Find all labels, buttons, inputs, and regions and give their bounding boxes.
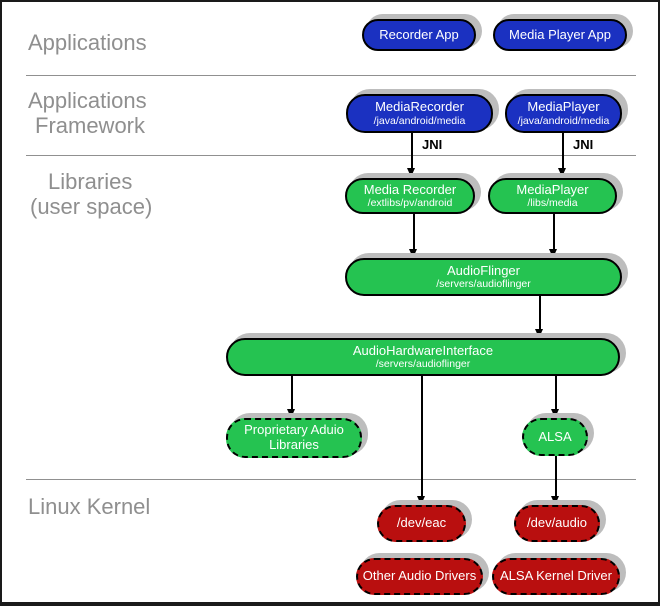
node-label: /dev/audio bbox=[527, 515, 587, 531]
node-path: /extlibs/pv/android bbox=[367, 197, 453, 210]
arrowhead-icon bbox=[551, 496, 559, 505]
node-path: /servers/audioflinger bbox=[375, 358, 471, 371]
node-recorder-app: Recorder App bbox=[362, 19, 476, 51]
arrowhead-icon bbox=[407, 168, 415, 177]
arrowhead-icon bbox=[535, 329, 543, 338]
node-alsa: ALSA bbox=[522, 418, 588, 456]
node-path: /servers/audioflinger bbox=[436, 278, 531, 291]
layer-label-applications: Applications bbox=[28, 30, 147, 55]
node-label: ALSA bbox=[538, 428, 572, 444]
node-other-audio-drivers: Other Audio Drivers bbox=[356, 558, 483, 595]
edge-ahi-to-dev-eac-line bbox=[421, 376, 423, 497]
layer-label-applications-framework: Applications Framework bbox=[28, 88, 147, 138]
edge-label-jni-left: JNI bbox=[422, 137, 443, 152]
edge-ahi-to-proprietary-line bbox=[291, 376, 293, 410]
layer-label-linux-kernel: Linux Kernel bbox=[28, 494, 150, 519]
node-mediaplayer-lib: MediaPlayer /libs/media bbox=[488, 178, 617, 214]
layer-label-text: Applications bbox=[28, 88, 147, 113]
edge-mediaplayer-to-audioflinger-line bbox=[553, 212, 555, 250]
node-label: Other Audio Drivers bbox=[362, 568, 477, 584]
layer-divider-2 bbox=[26, 155, 636, 156]
node-path: /java/android/media bbox=[517, 114, 610, 127]
layer-divider-1 bbox=[26, 75, 636, 76]
arrowhead-icon bbox=[549, 249, 557, 258]
edge-mediarecorder-jni-line bbox=[411, 132, 413, 169]
layer-label-text: Libraries bbox=[48, 169, 133, 194]
arrowhead-icon bbox=[417, 496, 425, 505]
layer-divider-3 bbox=[26, 479, 636, 480]
edge-label-jni-right: JNI bbox=[573, 137, 594, 152]
node-media-player-app: Media Player App bbox=[493, 19, 627, 51]
node-label: MediaPlayer bbox=[516, 181, 589, 197]
node-dev-audio: /dev/audio bbox=[514, 505, 600, 542]
arrowhead-icon bbox=[409, 249, 417, 258]
node-label: AudioHardwareInterface bbox=[352, 342, 494, 358]
arrowhead-icon bbox=[551, 409, 559, 418]
edge-mediarecorder-to-audioflinger-line bbox=[413, 212, 415, 250]
node-label: Proprietary Aduio Libraries bbox=[244, 422, 344, 452]
node-alsa-kernel-driver: ALSA Kernel Driver bbox=[492, 558, 620, 595]
node-dev-eac: /dev/eac bbox=[377, 505, 466, 542]
layer-label-text: Framework bbox=[35, 113, 146, 138]
node-audioflinger: AudioFlinger /servers/audioflinger bbox=[345, 258, 622, 296]
node-proprietary-audio-libraries: Proprietary Aduio Libraries bbox=[226, 418, 362, 458]
node-label: /dev/eac bbox=[396, 515, 447, 531]
node-media-recorder-lib: Media Recorder /extlibs/pv/android bbox=[345, 178, 475, 214]
node-label: MediaRecorder bbox=[375, 99, 464, 114]
node-label: MediaPlayer bbox=[527, 99, 600, 114]
edge-audioflinger-to-ahi-line bbox=[539, 296, 541, 330]
edge-mediaplayer-jni-line bbox=[562, 132, 564, 169]
arrowhead-icon bbox=[287, 409, 295, 418]
edge-ahi-to-alsa-line bbox=[555, 376, 557, 410]
node-path: /libs/media bbox=[527, 197, 578, 210]
node-label: Recorder App bbox=[379, 26, 459, 42]
layer-label-text: (user space) bbox=[30, 194, 153, 219]
node-audiohardwareinterface: AudioHardwareInterface /servers/audiofli… bbox=[226, 338, 620, 376]
layer-label-text: Applications bbox=[28, 30, 147, 55]
layer-label-text: Linux Kernel bbox=[28, 494, 151, 519]
edge-alsa-to-dev-audio-line bbox=[555, 456, 557, 497]
node-mediaplayer-framework: MediaPlayer /java/android/media bbox=[505, 94, 622, 133]
node-label: Media Player App bbox=[509, 26, 611, 42]
node-mediarecorder-framework: MediaRecorder /java/android/media bbox=[346, 94, 493, 133]
node-label: AudioFlinger bbox=[447, 262, 520, 278]
node-label: ALSA Kernel Driver bbox=[500, 568, 612, 584]
arrowhead-icon bbox=[558, 168, 566, 177]
layer-label-libraries-user-space: Libraries (user space) bbox=[30, 169, 152, 219]
node-path: /java/android/media bbox=[373, 114, 466, 127]
node-label: Media Recorder bbox=[363, 181, 457, 197]
